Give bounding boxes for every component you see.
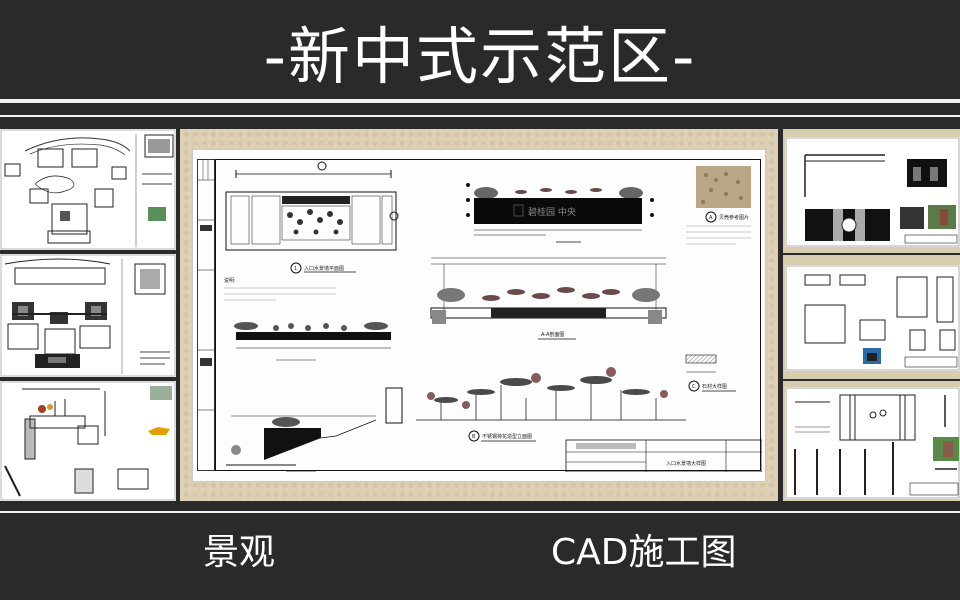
left-thumbnail-planter-section-details[interactable] — [0, 381, 176, 501]
marker-1: 1 — [294, 266, 297, 272]
marker-c: C — [692, 384, 696, 390]
header-divider-bottom — [0, 115, 960, 117]
title-block-label: 入口水景墙大样图 — [666, 460, 706, 467]
section-a-label: A-A剖面图 — [541, 331, 564, 338]
detail-c: C 石材大样图 — [685, 354, 736, 392]
drawing-area: 1 入口水景墙平面图 说明: — [215, 159, 762, 472]
front-elevation — [234, 322, 391, 361]
lotus-elevation: B 不锈钢荷花造型立面图 — [416, 367, 686, 442]
sign-text: 碧桂园 中央 — [528, 206, 576, 218]
wall-elevation-drawing-icon — [785, 137, 960, 247]
detail-c-label: 石材大样图 — [702, 383, 727, 390]
header-divider-top — [0, 99, 960, 103]
cad-drawings-label: CAD施工图 — [551, 532, 737, 573]
footer-divider — [0, 511, 960, 513]
svg-text:说明:: 说明: — [224, 277, 236, 284]
left-thumbnail-site-plan-detailed[interactable] — [0, 254, 176, 377]
screen-wall-drawing-icon — [785, 387, 960, 499]
title-block: 入口水景墙大样图 — [565, 439, 762, 472]
right-thumbnail-screen-wall-details[interactable] — [785, 387, 960, 499]
side-section — [226, 387, 403, 472]
marker-a: A — [709, 215, 713, 221]
sign-elevation: 碧桂园 中央 — [466, 183, 654, 243]
detail-a-label: 贝壳参考图片 — [719, 214, 749, 221]
gate-frame-drawing-icon — [785, 265, 960, 371]
sheet-side-titleblock — [197, 159, 215, 471]
section-a-a: A-A剖面图 — [430, 257, 667, 340]
site-plan-drawing-icon — [0, 129, 176, 250]
plan-label: 入口水景墙平面图 — [304, 265, 344, 272]
left-thumbnail-site-plan-overview[interactable] — [0, 129, 176, 250]
marker-b: B — [472, 434, 476, 440]
detail-a: A 贝壳参考图片 — [686, 166, 751, 245]
page-title: -新中式示范区- — [263, 20, 697, 93]
landscape-label: 景观 — [203, 532, 276, 573]
plan-view: 1 入口水景墙平面图 说明: — [224, 161, 399, 301]
main-cad-sheet[interactable]: 1 入口水景墙平面图 说明: — [192, 149, 766, 482]
main-drawing-frame: 1 入口水景墙平面图 说明: — [180, 129, 778, 501]
planter-section-drawing-icon — [0, 381, 176, 501]
right-thumbnail-gate-frame-details[interactable] — [785, 265, 960, 371]
right-thumbnail-wall-elevation-details[interactable] — [785, 137, 960, 247]
detailed-plan-drawing-icon — [0, 254, 176, 377]
detail-b-label: 不锈钢荷花造型立面图 — [482, 433, 532, 440]
cad-drawing-canvas: 1 入口水景墙平面图 说明: — [224, 161, 762, 472]
sign-wall-block — [474, 198, 642, 224]
